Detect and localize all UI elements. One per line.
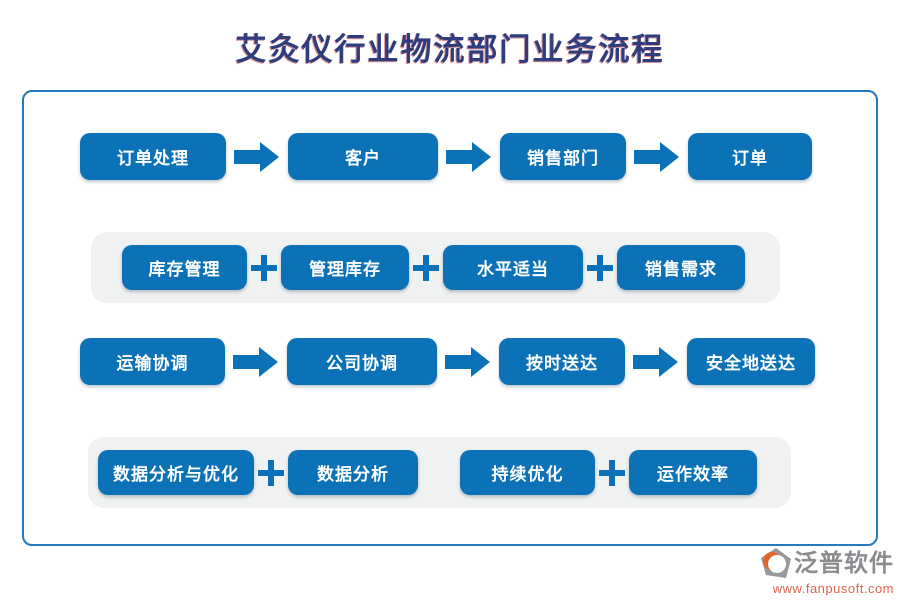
flow-row-order: 订单处理 客户 销售部门 订单	[80, 133, 812, 180]
flow-node-company-coordination: 公司协调	[287, 338, 437, 385]
flow-node-transport-coordination: 运输协调	[80, 338, 225, 385]
plus-icon	[251, 254, 277, 281]
plus-icon	[587, 254, 613, 281]
plus-icon	[413, 254, 439, 281]
flow-node-on-time-delivery: 按时送达	[499, 338, 625, 385]
page-title: 艾灸仪行业物流部门业务流程	[235, 32, 665, 67]
flow-node-data-analysis: 数据分析	[288, 450, 418, 495]
flow-node-order: 订单	[688, 133, 812, 180]
flow-node-order-processing: 订单处理	[80, 133, 226, 180]
plus-icon	[599, 459, 625, 486]
footer-brand: 泛普软件 www.fanpusoft.com	[760, 547, 894, 596]
group-band-analysis: 数据分析与优化 数据分析 持续优化 运作效率	[88, 437, 791, 508]
flow-node-continuous-optimization: 持续优化	[460, 450, 595, 495]
brand-url: www.fanpusoft.com	[772, 581, 894, 596]
flow-node-data-analysis-optimization: 数据分析与优化	[98, 450, 254, 495]
flow-node-customer: 客户	[288, 133, 438, 180]
brand-name: 泛普软件	[794, 549, 894, 577]
arrow-right-icon	[233, 346, 278, 377]
flow-node-appropriate-level: 水平适当	[443, 245, 583, 290]
flow-row-transport: 运输协调 公司协调 按时送达 安全地送达	[80, 338, 815, 385]
arrow-right-icon	[446, 141, 491, 172]
arrow-right-icon	[634, 141, 679, 172]
flow-node-manage-inventory: 管理库存	[281, 245, 409, 290]
arrow-right-icon	[234, 141, 279, 172]
brand-row: 泛普软件	[760, 547, 894, 581]
flow-node-inventory-management: 库存管理	[122, 245, 247, 290]
arrow-right-icon	[633, 346, 678, 377]
flow-node-sales-demand: 销售需求	[617, 245, 745, 290]
flow-node-safe-delivery: 安全地送达	[687, 338, 815, 385]
flowchart-frame: 订单处理 客户 销售部门 订单 库存管理 管理库存 水平适当 销售需求 运输协调…	[22, 90, 878, 546]
flow-node-sales-department: 销售部门	[500, 133, 626, 180]
group-band-inventory: 库存管理 管理库存 水平适当 销售需求	[91, 232, 780, 303]
plus-icon	[258, 459, 284, 486]
flow-node-operational-efficiency: 运作效率	[629, 450, 757, 495]
arrow-right-icon	[445, 346, 490, 377]
fanpu-logo-icon	[761, 548, 791, 578]
